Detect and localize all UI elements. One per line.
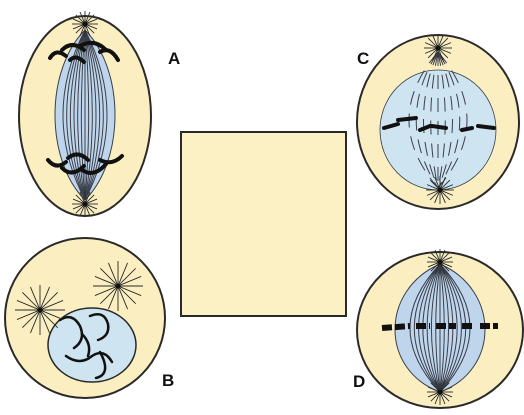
label-a: A [168,50,180,67]
cell-a [19,11,151,217]
chromosome-icon [398,118,416,120]
centriole-dot [82,21,87,26]
cell-d [357,249,523,408]
cell-b [5,238,165,398]
aster-icon [427,379,453,405]
aster-icon [424,34,452,62]
cell-d-chromosomes [382,326,498,328]
centriole-dot [437,187,442,192]
centriole-dot [37,307,42,312]
aster-icon [15,285,65,335]
centriole-dot [435,45,440,50]
aster-icon [93,261,143,311]
chromosome-icon [478,126,494,128]
chromosome-icon [432,126,446,128]
aster-icon [426,176,454,204]
aster-icon [72,191,98,217]
cell-c [357,34,519,209]
label-b: B [162,372,174,389]
label-d: D [353,373,365,390]
aster-icon [72,11,98,37]
centriole-dot [82,201,87,206]
centriole-dot [437,259,442,264]
centriole-dot [115,283,120,288]
aster-icon [427,249,453,275]
blank-answer-panel [181,132,346,316]
label-c: C [357,50,369,67]
centriole-dot [437,389,442,394]
chromosome-icon [462,128,472,130]
